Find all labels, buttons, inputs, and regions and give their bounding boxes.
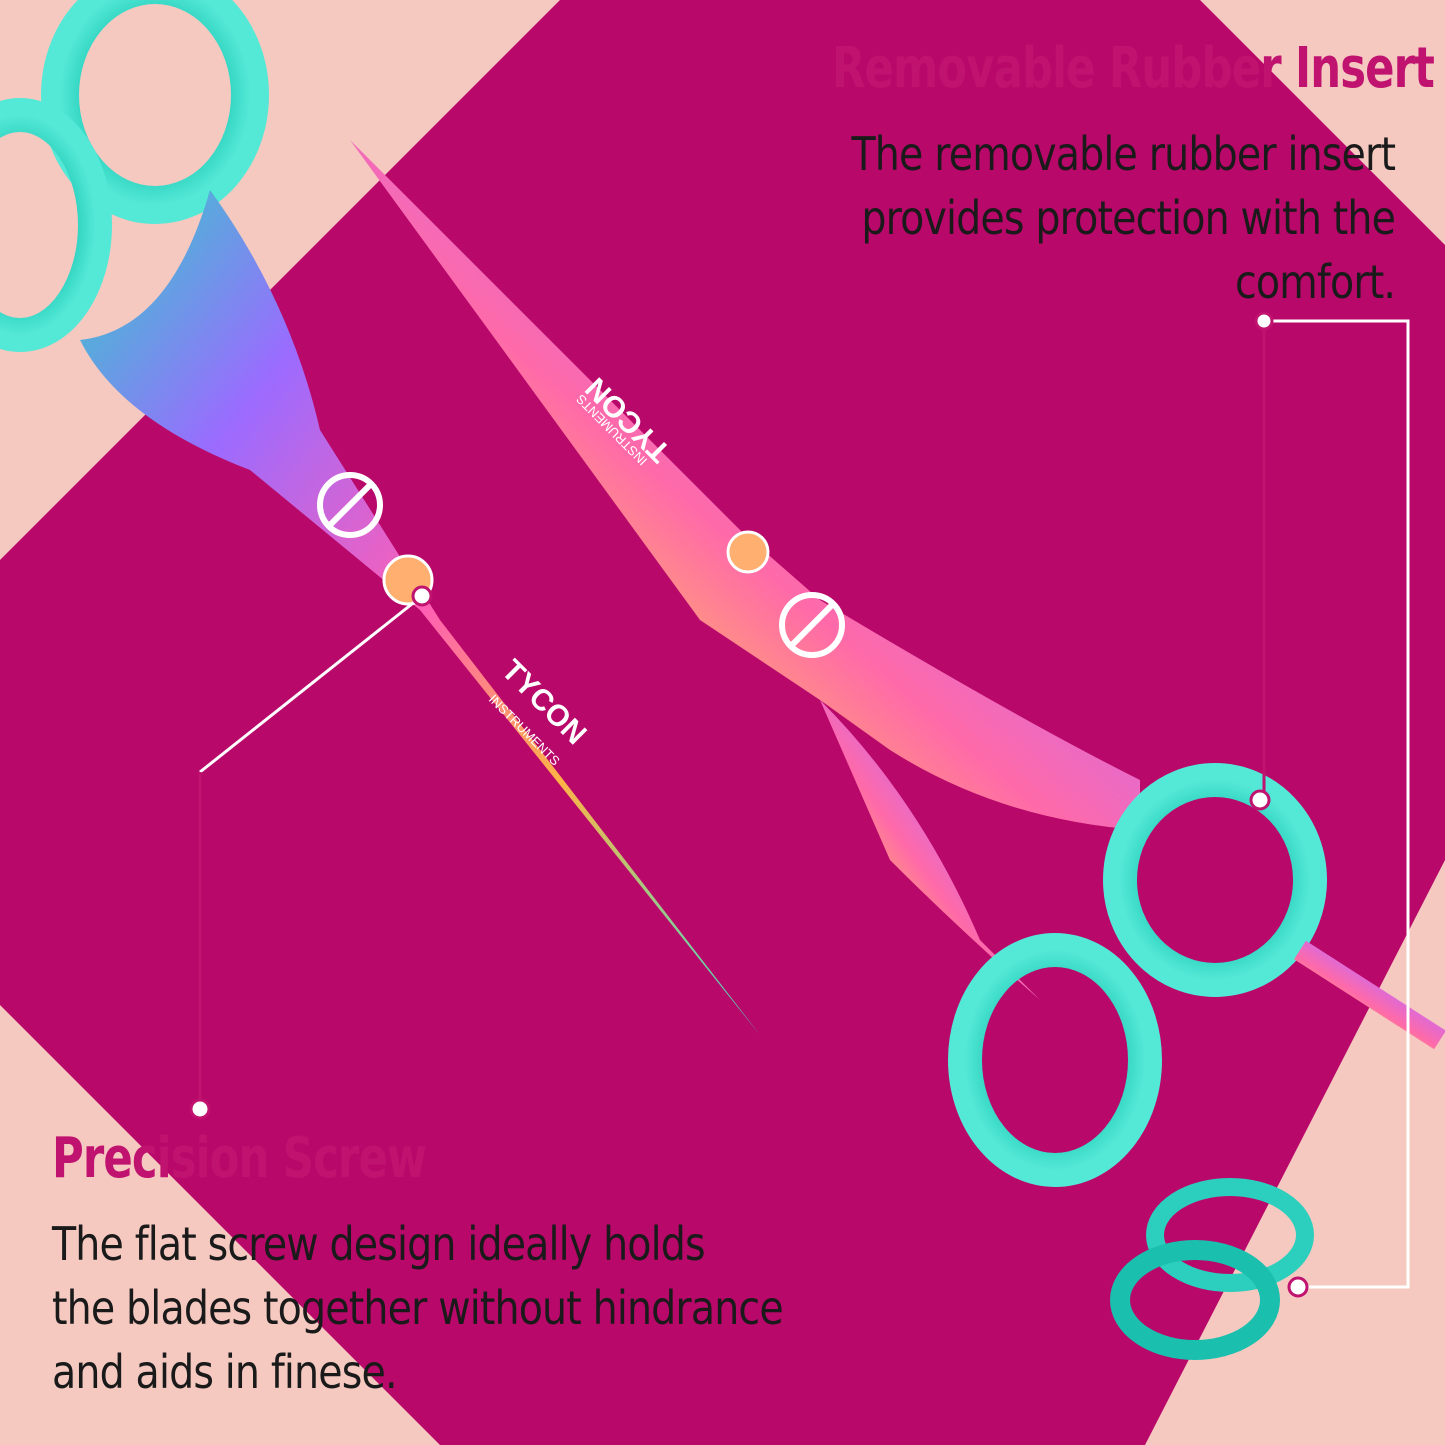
precision-screw-heading: Precision Screw (52, 1126, 427, 1191)
rubber-ring-icon (1110, 1178, 1314, 1360)
scissors-left-icon (0, 0, 760, 1035)
rubber-insert-line-2: provides protection with the (861, 191, 1396, 245)
rubber-insert-heading: Removable Rubber Insert (832, 36, 1435, 101)
precision-screw-line-2: the blades together without hindrance (52, 1281, 784, 1335)
rubber-insert-line-1: The removable rubber insert (851, 127, 1395, 181)
precision-screw-line-1: The flat screw design ideally holds (52, 1217, 706, 1271)
rubber-insert-description: The removable rubber insert provides pro… (851, 122, 1395, 314)
scissors-right-icon (350, 140, 1445, 1187)
precision-screw-description: The flat screw design ideally holds the … (52, 1212, 784, 1404)
precision-screw-callout (198, 594, 423, 1108)
rubber-insert-line-3: comfort. (1234, 255, 1396, 309)
precision-screw-line-3: and aids in finese. (52, 1345, 398, 1399)
rubber-insert-callout (1262, 319, 1410, 1289)
